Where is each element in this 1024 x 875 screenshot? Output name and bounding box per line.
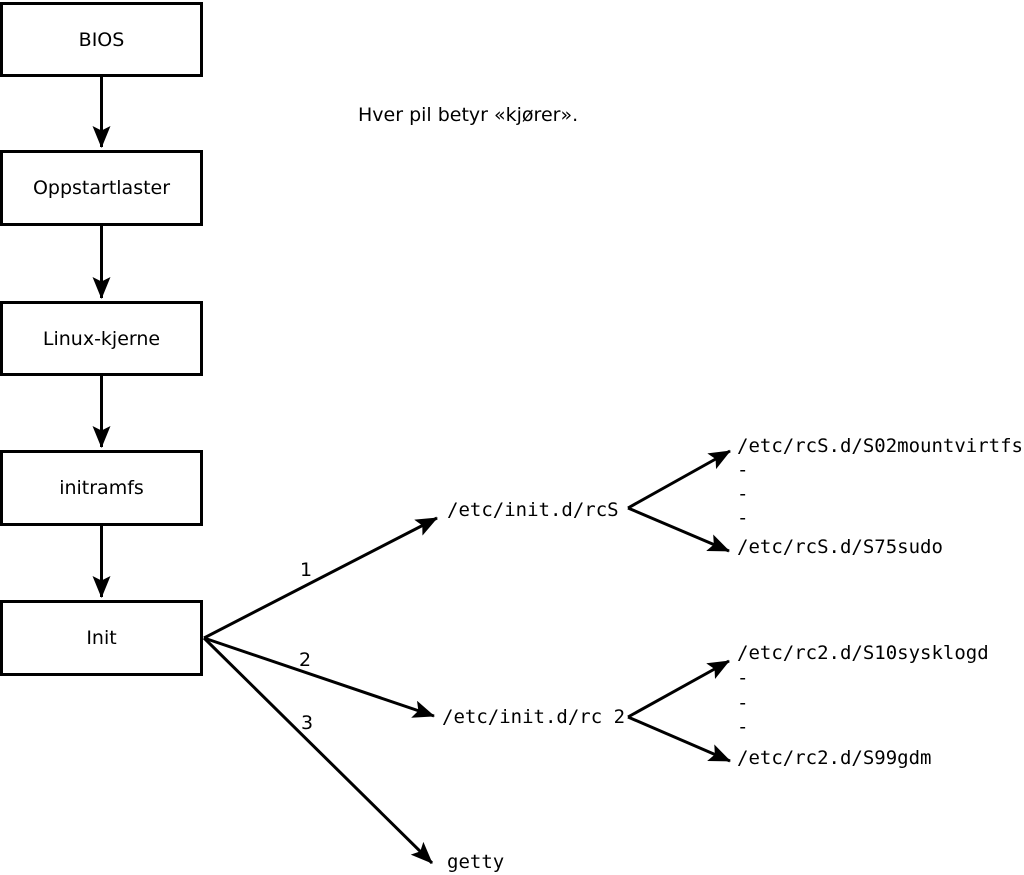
node-getty: getty xyxy=(447,851,505,873)
node-rcs-script: /etc/init.d/rcS xyxy=(447,499,619,521)
branch-number-1: 1 xyxy=(299,559,313,581)
box-linux-kernel-label: Linux-kjerne xyxy=(42,327,161,350)
node-rc2-child-dash-3: - xyxy=(737,716,749,738)
branch-number-2: 2 xyxy=(298,649,312,671)
arrow-rcs-to-first-script xyxy=(627,449,731,510)
box-linux-kernel: Linux-kjerne xyxy=(0,301,203,376)
arrow-rc2-to-first-script xyxy=(627,659,730,719)
node-rcs-child-dash-1: - xyxy=(737,459,749,481)
box-bootloader: Oppstartlaster xyxy=(0,150,203,226)
box-initramfs-label: initramfs xyxy=(59,477,144,499)
node-rc2-child-last: /etc/rc2.d/S99gdm xyxy=(737,747,932,769)
node-rc2-child-dash-1: - xyxy=(737,667,749,689)
box-bios: BIOS xyxy=(0,2,203,77)
node-rc2-script: /etc/init.d/rc 2 xyxy=(442,706,626,728)
box-initramfs: initramfs xyxy=(0,450,203,526)
box-bootloader-label: Oppstartlaster xyxy=(32,177,171,199)
node-rcs-child-dash-2: - xyxy=(737,483,749,505)
node-rcs-child-first: /etc/rcS.d/S02mountvirtfs xyxy=(737,435,1023,457)
node-rc2-child-first: /etc/rc2.d/S10sysklogd xyxy=(737,642,989,664)
box-bios-label: BIOS xyxy=(78,28,125,51)
box-init-label: Init xyxy=(86,627,117,649)
box-init: Init xyxy=(0,600,203,676)
branch-number-3: 3 xyxy=(300,712,314,734)
legend-note: Hver pil betyr «kjører». xyxy=(358,104,579,126)
arrow-init-to-rc2 xyxy=(203,636,435,718)
node-rcs-child-last: /etc/rcS.d/S75sudo xyxy=(737,536,943,558)
arrow-rcs-to-last-script xyxy=(627,506,730,553)
arrow-init-to-rcs xyxy=(203,516,438,640)
arrow-init-to-getty xyxy=(202,636,434,865)
arrow-rc2-to-last-script xyxy=(627,715,731,763)
node-rcs-child-dash-3: - xyxy=(737,507,749,529)
node-rc2-child-dash-2: - xyxy=(737,692,749,714)
